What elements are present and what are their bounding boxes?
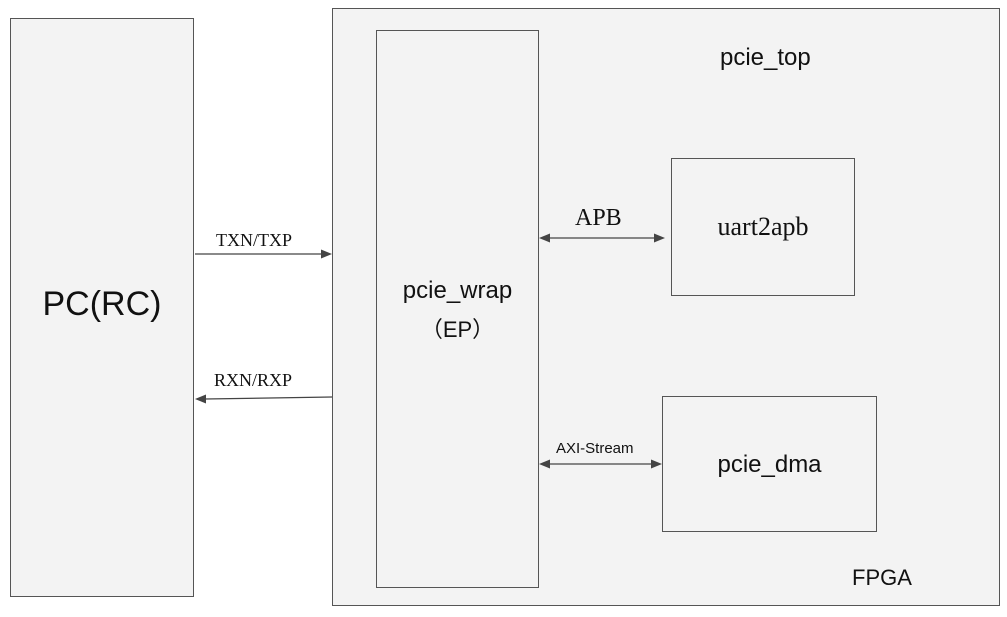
tx-link-label: TXN/TXP bbox=[216, 230, 292, 250]
pcie-wrap-ep-label: （EP） bbox=[420, 317, 495, 342]
fpga-label: FPGA bbox=[852, 565, 912, 590]
pcie-dma-label: pcie_dma bbox=[717, 451, 822, 478]
axi-arrow-head-left bbox=[539, 459, 550, 469]
pcie-wrap-block bbox=[376, 30, 539, 588]
pcie-top-label: pcie_top bbox=[720, 44, 811, 71]
pcie-dma-block bbox=[662, 396, 877, 532]
apb-link-label: APB bbox=[575, 205, 622, 231]
rx-arrow-line bbox=[204, 396, 333, 400]
rx-link-label: RXN/RXP bbox=[214, 370, 293, 390]
apb-arrow-head-right bbox=[654, 233, 665, 243]
tx-arrow-head bbox=[321, 249, 332, 259]
rx-arrow-head bbox=[195, 394, 206, 404]
axi-link-label: AXI-Stream bbox=[556, 440, 634, 457]
pc-rc-label: PC(RC) bbox=[42, 285, 162, 323]
axi-arrow-head-right bbox=[651, 459, 662, 469]
pc-rc-block bbox=[10, 18, 194, 597]
apb-arrow-head-left bbox=[539, 233, 550, 243]
uart2apb-block bbox=[671, 158, 855, 296]
pcie-wrap-label: pcie_wrap bbox=[402, 277, 513, 304]
uart2apb-label: uart2apb bbox=[717, 212, 809, 241]
